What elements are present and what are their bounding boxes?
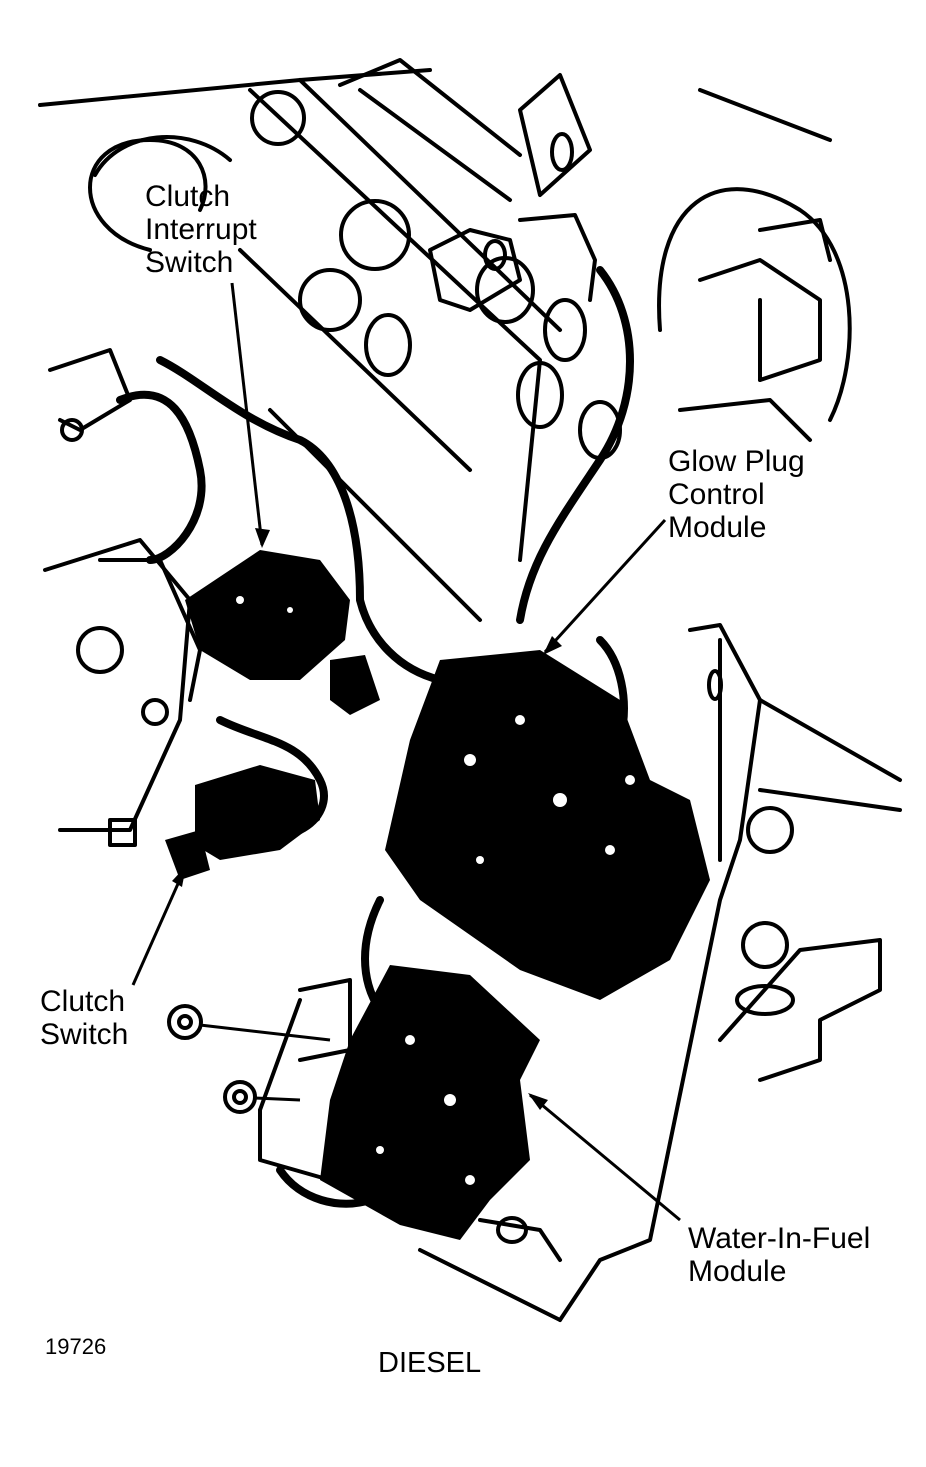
- clutch-switch-body: [195, 765, 320, 860]
- label-line: Clutch: [40, 985, 126, 1018]
- leader-nut-upper: [199, 1023, 331, 1042]
- arrowheads: [172, 528, 562, 1110]
- dark-components: [165, 550, 710, 1240]
- label-line: Switch: [40, 1018, 129, 1051]
- figure-number: 19726: [45, 1334, 107, 1359]
- label-line: Water-In-Fuel: [688, 1222, 871, 1255]
- label-line: Switch: [145, 246, 234, 279]
- glow-plug-control-module-body: [385, 650, 710, 1000]
- label-line: Module: [688, 1255, 787, 1288]
- label-line: Clutch: [145, 180, 231, 213]
- label-glow-plug-control-module: Glow Plug Control Module: [668, 445, 805, 544]
- module-bracket: [258, 623, 902, 1322]
- top-bracket: [428, 73, 597, 312]
- label-clutch-switch: Clutch Switch: [40, 985, 128, 1051]
- leader-nut-lower: [254, 1096, 301, 1102]
- gear-housing-arc-2: [93, 135, 232, 177]
- label-line: Interrupt: [145, 213, 257, 246]
- nut-upper: [167, 1004, 203, 1040]
- clutch-interrupt-switch-body: [185, 550, 350, 680]
- module-texture: [236, 596, 635, 1185]
- leader-clutch-interrupt: [230, 282, 264, 546]
- wiring-harness: [116, 266, 634, 1208]
- label-line: Control: [668, 478, 765, 511]
- figure-caption: DIESEL: [378, 1347, 482, 1379]
- label-water-in-fuel-module: Water-In-Fuel Module: [688, 1222, 870, 1288]
- flywheel-housing: [657, 88, 852, 442]
- nut-lower: [223, 1080, 257, 1114]
- clutch-interrupt-connector: [330, 655, 380, 715]
- leader-water-in-fuel: [529, 1093, 681, 1222]
- leader-lines: [131, 282, 681, 1222]
- accessory-bracket: [43, 348, 202, 847]
- clutch-switch-plunger: [165, 830, 210, 880]
- label-line: Glow Plug: [668, 445, 805, 478]
- label-line: Module: [668, 511, 767, 544]
- nuts: [167, 1004, 257, 1114]
- water-in-fuel-module-body: [320, 965, 540, 1240]
- label-clutch-interrupt-switch: Clutch Interrupt Switch: [145, 180, 257, 279]
- leader-clutch-switch: [131, 867, 187, 986]
- leader-glow-plug: [543, 518, 667, 654]
